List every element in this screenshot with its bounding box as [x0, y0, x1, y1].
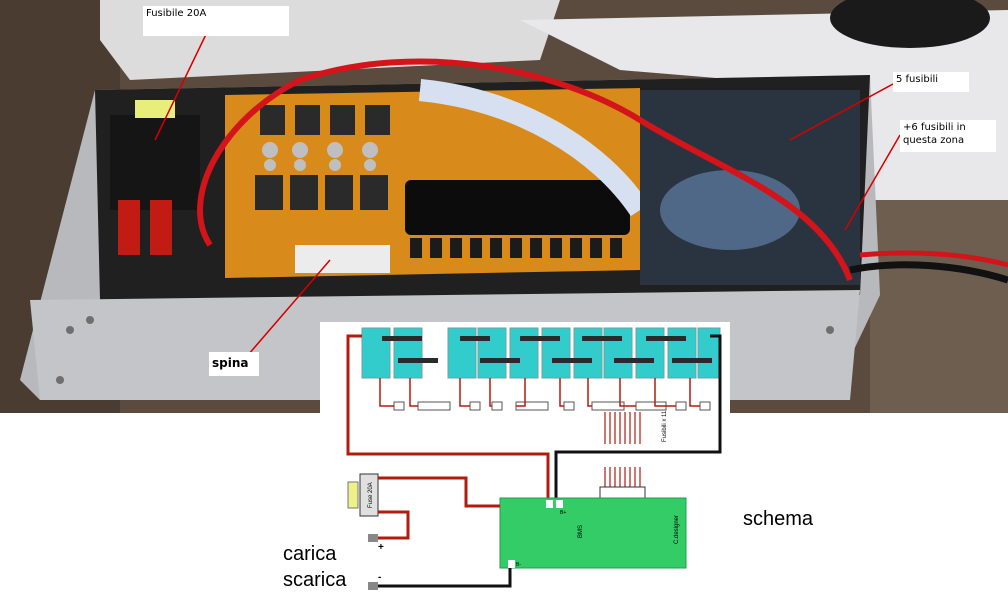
- wiring-schematic: BMS C.designer B+ B- Fusibili x 11 Fuse …: [320, 322, 730, 594]
- bms-bminus-label: B-: [516, 562, 521, 568]
- discharge-label: scarica: [283, 569, 347, 591]
- minus-sign: -: [378, 572, 381, 583]
- fuses-label: Fusibili x 11: [662, 410, 668, 442]
- plug-callout: spina: [209, 352, 259, 376]
- cell: [393, 327, 423, 379]
- cell: [573, 327, 603, 379]
- plus-sign: +: [378, 542, 384, 553]
- bms-label: BMS: [578, 525, 584, 538]
- cell: [603, 327, 633, 379]
- cell: [667, 327, 697, 379]
- cell: [477, 327, 507, 379]
- six-fuses-callout: +6 fusibili in questa zona: [900, 120, 996, 152]
- cell: [361, 327, 391, 379]
- designer-label: C.designer: [674, 515, 680, 544]
- charge-label: carica: [283, 543, 337, 565]
- cell: [509, 327, 539, 379]
- fuse-label: Fuse 20A: [368, 482, 374, 508]
- fuse-20a-callout: Fusibile 20A: [143, 6, 289, 36]
- battery-photo: Fusibile 20A 5 fusibili +6 fusibili in q…: [0, 0, 1008, 413]
- schematic-drawing: BMS C.designer B+ B- Fusibili x 11 Fuse …: [320, 322, 730, 594]
- cell: [635, 327, 665, 379]
- bms-bplus-label: B+: [560, 510, 566, 516]
- bms-board: [499, 497, 687, 569]
- five-fuses-callout: 5 fusibili: [893, 72, 969, 92]
- cell: [541, 327, 571, 379]
- main-fuse: [359, 473, 379, 517]
- cell: [447, 327, 477, 379]
- schema-label: schema: [743, 508, 814, 530]
